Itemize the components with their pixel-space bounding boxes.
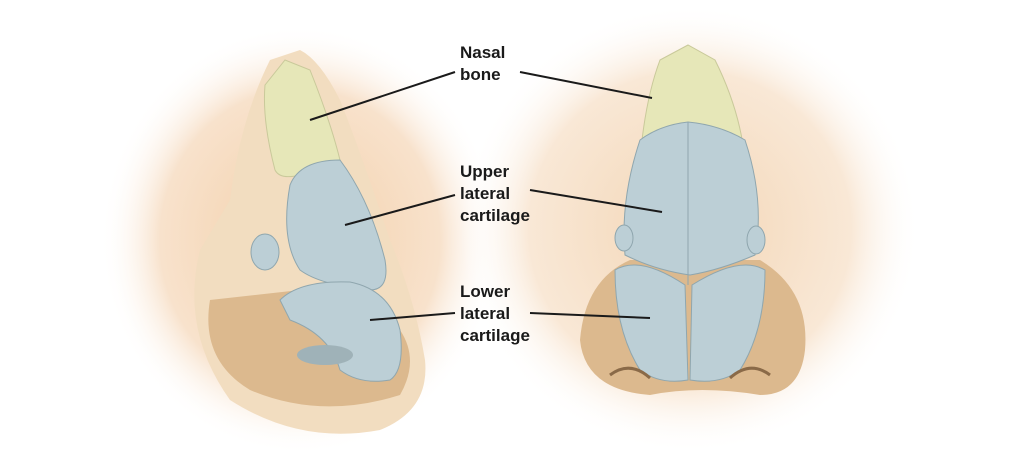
leader-upper-right (529, 189, 663, 213)
label-line: cartilage (460, 206, 530, 225)
label-line: lateral (460, 304, 511, 323)
label-upper-lateral-cartilage: Upper lateral cartilage (460, 161, 530, 227)
leader-lower-left (369, 312, 456, 321)
right-lower-lateral-cartilage-right (689, 264, 766, 382)
leader-nasal-bone-right (519, 71, 653, 99)
right-lower-lateral-cartilage-left (614, 264, 689, 382)
label-line: lateral (460, 184, 511, 203)
nostril-left (609, 366, 652, 380)
left-upper-lateral-cartilage (286, 159, 387, 291)
right-accessory-cartilage-right (746, 225, 766, 255)
left-nasal-bone (263, 59, 341, 178)
nostril-right (728, 366, 771, 380)
right-accessory-cartilage-left (614, 224, 634, 252)
leader-lower-right (529, 312, 651, 319)
label-line: bone (460, 65, 501, 84)
left-accessory-cartilage (250, 233, 280, 271)
leader-upper-left (344, 194, 456, 226)
front-view-nose (580, 44, 806, 395)
leader-nasal-bone-left (309, 71, 456, 121)
label-line: Nasal (460, 43, 506, 62)
side-view-nose (194, 50, 426, 434)
label-line: Lower (460, 282, 511, 301)
label-nasal-bone: Nasal bone (460, 42, 505, 86)
label-lower-lateral-cartilage: Lower lateral cartilage (460, 281, 530, 347)
right-upper-lateral-cartilage (623, 121, 759, 276)
leader-lines (309, 71, 663, 321)
label-line: cartilage (460, 326, 530, 345)
label-line: Upper (460, 162, 510, 181)
left-nostril (297, 345, 353, 365)
